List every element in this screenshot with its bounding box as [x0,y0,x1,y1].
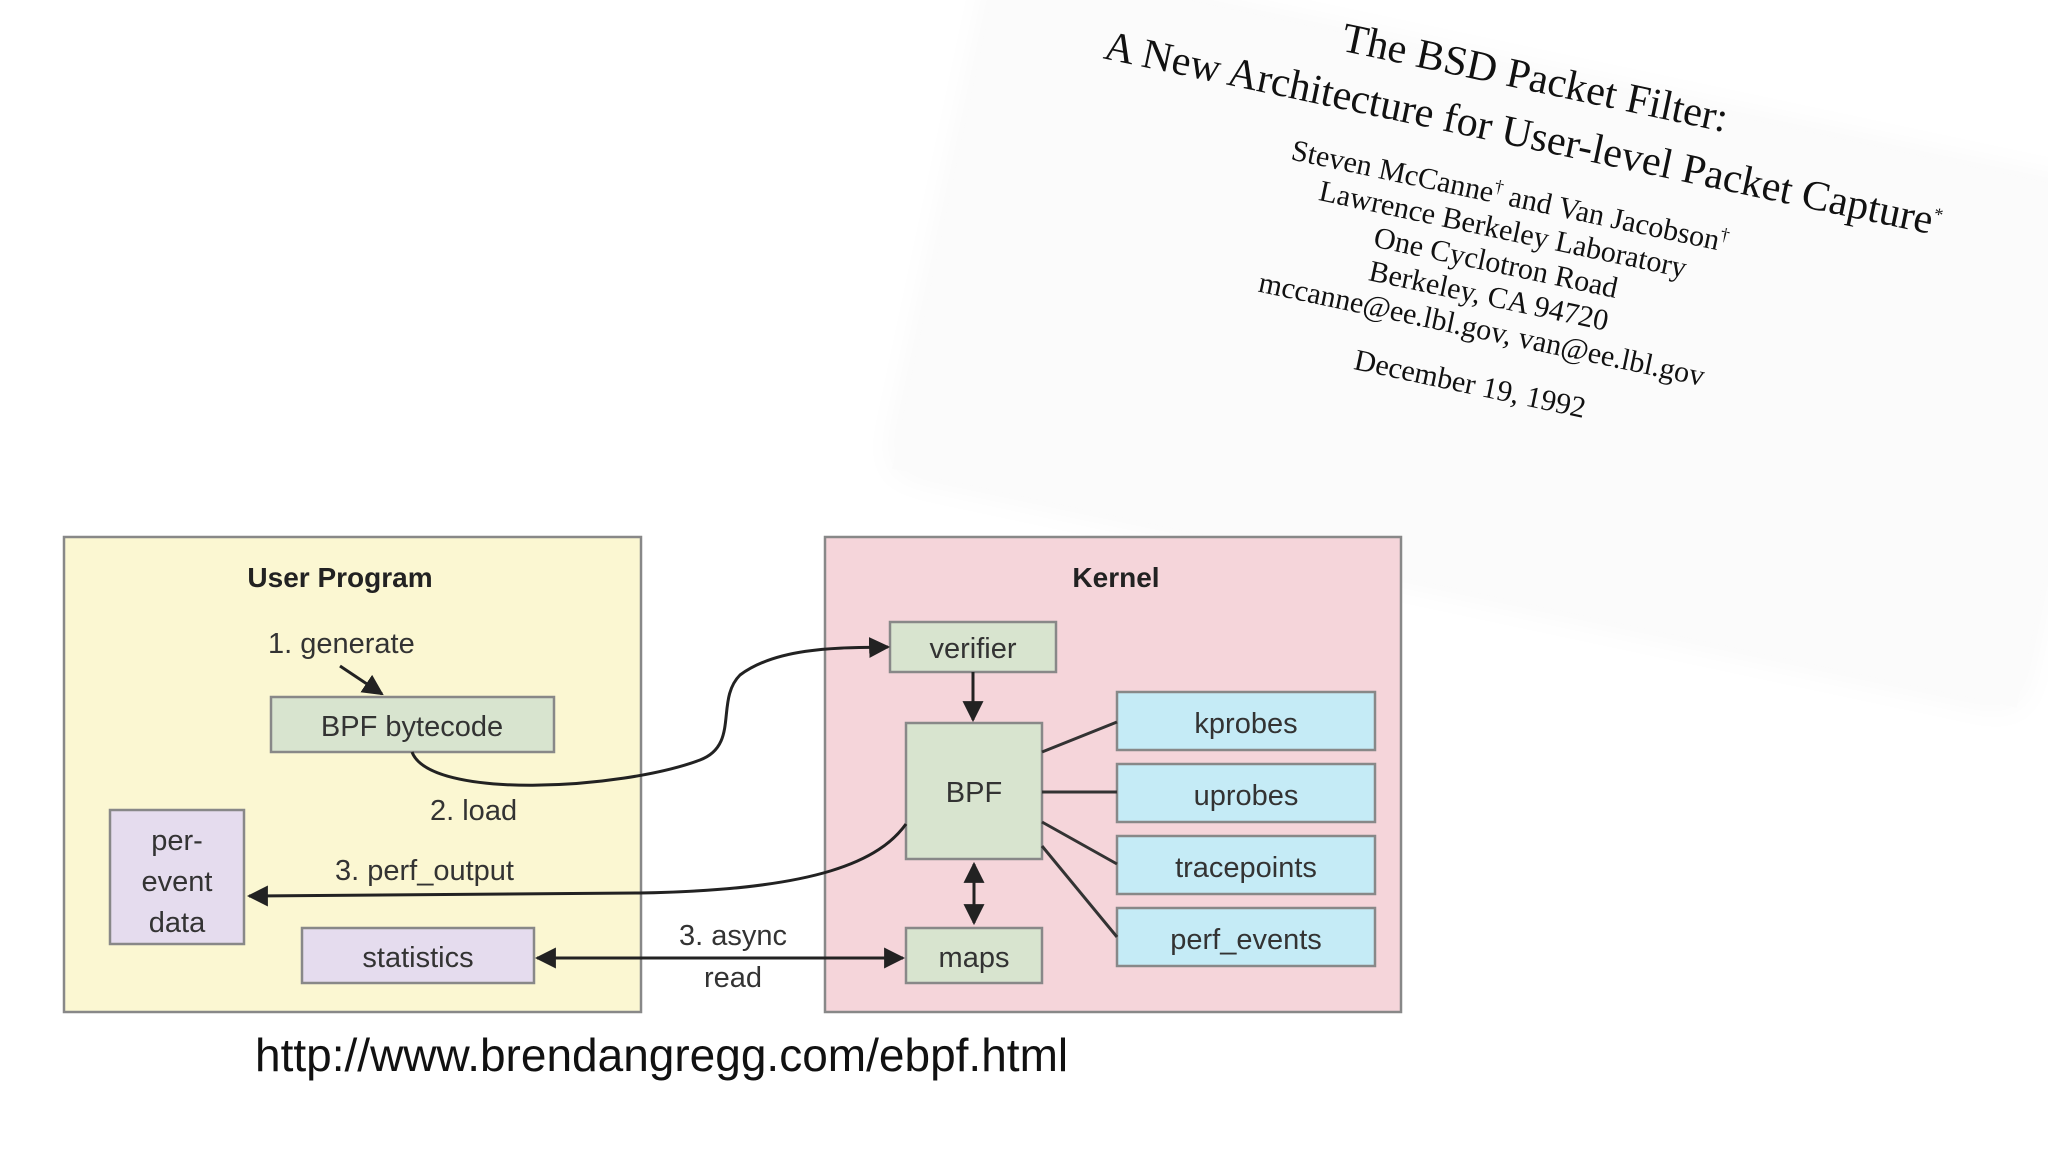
tracepoints-label: tracepoints [1175,852,1317,884]
async-read-line2: read [704,962,762,994]
maps-label: maps [939,942,1010,974]
perf-events-box [1115,906,1377,968]
perf-output-arrow [246,823,908,907]
generate-label: 1. generate [268,628,415,660]
perf-events-label: perf_events [1170,924,1322,956]
per-event-data-line3: data [149,907,206,939]
maps-box [904,926,1044,985]
generate-arrow [339,664,384,696]
perf-output-label: 3. perf_output [335,855,514,887]
kernel-title: Kernel [1072,562,1159,593]
bpf-box [904,721,1044,861]
kprobes-label: kprobes [1194,708,1297,740]
per-event-data-box [108,808,246,946]
verifier-label: verifier [929,633,1016,665]
kprobes-box [1115,690,1377,752]
load-label: 2. load [430,795,517,827]
per-event-data-line2: event [142,866,213,898]
verifier-box [888,620,1058,674]
uprobes-label: uprobes [1194,780,1299,812]
load-arrow [410,636,891,787]
bpf-tracepoints-link [1041,820,1118,866]
per-event-data-line1: per- [151,825,203,857]
user-program-title: User Program [247,562,432,593]
bpf-bytecode-label: BPF bytecode [321,711,503,743]
bpf-label: BPF [946,777,1002,809]
source-url[interactable]: http://www.brendangregg.com/ebpf.html [255,1029,1069,1081]
bpf-perf-events-link [1040,845,1119,938]
bpf-kprobes-link [1041,720,1118,754]
statistics-box [300,926,536,985]
statistics-label: statistics [362,942,473,974]
tracepoints-box [1115,834,1377,896]
async-read-line1: 3. async [679,920,787,952]
